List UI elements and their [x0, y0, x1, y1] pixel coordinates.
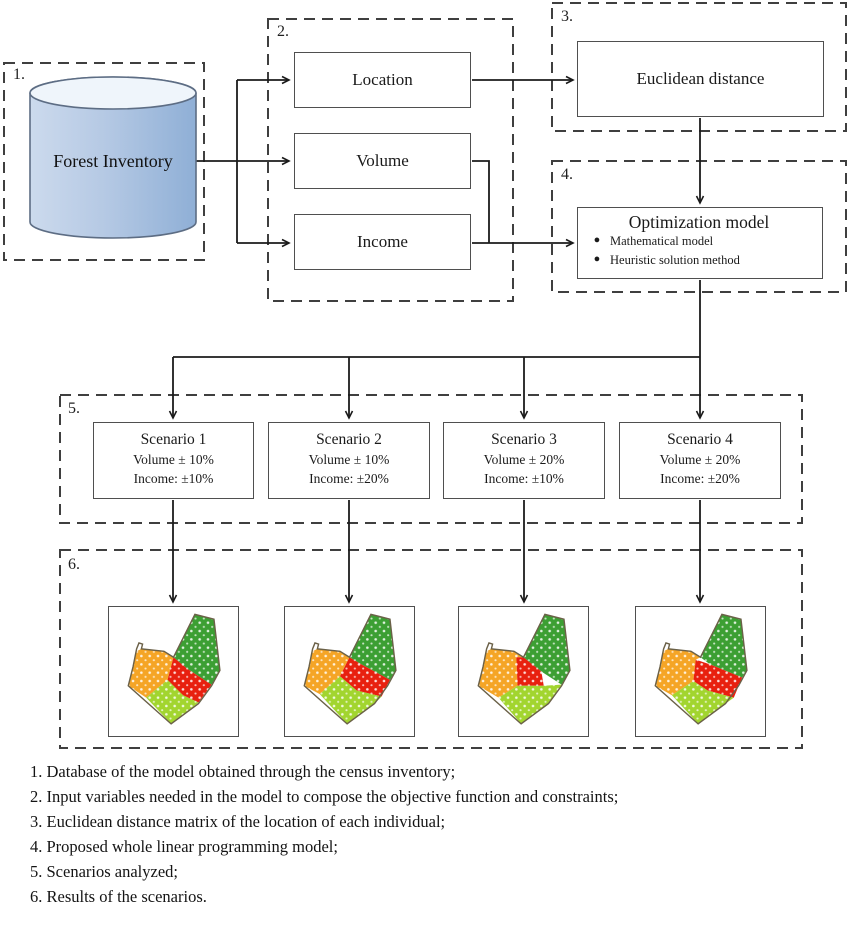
step-3-label: 3. — [561, 8, 573, 25]
scenario-2-income: Income: ±20% — [309, 470, 389, 486]
step-2-label: 2. — [277, 23, 289, 40]
scenario-1-box: Scenario 1 Volume ± 10% Income: ±10% — [93, 422, 254, 499]
scenario-3-title: Scenario 3 — [491, 431, 557, 448]
cylinder-top-ellipse — [29, 76, 197, 110]
volume-merge-line — [472, 160, 490, 243]
result-map-4 — [654, 613, 748, 725]
scenario-4-title: Scenario 4 — [667, 431, 733, 448]
scenario-1-title: Scenario 1 — [140, 431, 207, 448]
optimization-bullet-2-text: Heuristic solution method — [610, 252, 740, 267]
scenario-1-income: Income: ±10% — [133, 470, 214, 486]
result-map-3 — [477, 613, 571, 725]
forest-inventory-label: Forest Inventory — [53, 151, 172, 171]
step-1-label: 1. — [13, 66, 25, 83]
scenario-2-box: Scenario 2 Volume ± 10% Income: ±20% — [268, 422, 430, 499]
optimization-bullet-1-text: Mathematical model — [610, 234, 714, 249]
map-outline — [477, 613, 571, 725]
scenario-3-income: Income: ±10% — [484, 470, 564, 486]
result-map-2-box — [284, 606, 415, 737]
legend-line-1: 1. Database of the model obtained throug… — [30, 762, 456, 781]
legend-line-5: 5. Scenarios analyzed; — [30, 862, 178, 881]
map-outline — [303, 613, 397, 725]
optimization-bullet-1: ● Mathematical model — [584, 232, 814, 251]
volume-label: Volume — [356, 151, 409, 170]
optimization-bullet-2: ● Heuristic solution method — [584, 251, 814, 270]
bullet-icon: ● — [593, 252, 601, 265]
scenario-2-title: Scenario 2 — [316, 431, 382, 448]
map-outline — [654, 613, 748, 725]
legend-line-3: 3. Euclidean distance matrix of the loca… — [30, 812, 446, 831]
result-map-2 — [303, 613, 397, 725]
scenario-2-volume: Volume ± 10% — [308, 451, 390, 467]
bullet-icon: ● — [593, 234, 601, 247]
euclidean-distance-box: Euclidean distance — [577, 41, 824, 117]
result-map-1-box — [108, 606, 239, 737]
optimization-model-box: Optimization model ● Mathematical model … — [577, 207, 823, 279]
input-box-location: Location — [294, 52, 471, 108]
income-label: Income — [357, 232, 408, 251]
step-4-label: 4. — [561, 166, 573, 183]
optimization-model-title: Optimization model — [628, 212, 770, 232]
scenario-4-income: Income: ±20% — [660, 470, 740, 486]
scenario-4-volume: Volume ± 20% — [659, 451, 741, 467]
location-label: Location — [352, 70, 413, 89]
step-5-label: 5. — [68, 400, 80, 417]
input-box-volume: Volume — [294, 133, 471, 189]
step-6-label: 6. — [68, 556, 80, 573]
map-outline — [127, 613, 221, 725]
result-map-3-box — [458, 606, 589, 737]
scenario-4-box: Scenario 4 Volume ± 20% Income: ±20% — [619, 422, 781, 499]
input-box-income: Income — [294, 214, 471, 270]
forest-inventory-database-cylinder: Forest Inventory — [29, 76, 197, 239]
result-map-1 — [127, 613, 221, 725]
euclidean-distance-label: Euclidean distance — [636, 69, 765, 88]
scenario-1-volume: Volume ± 10% — [133, 451, 214, 467]
scenario-3-volume: Volume ± 20% — [483, 451, 565, 467]
legend-line-4: 4. Proposed whole linear programming mod… — [30, 837, 338, 856]
result-map-4-box — [635, 606, 766, 737]
legend-line-6: 6. Results of the scenarios. — [30, 887, 207, 906]
scenario-3-box: Scenario 3 Volume ± 20% Income: ±10% — [443, 422, 605, 499]
legend-line-2: 2. Input variables needed in the model t… — [30, 787, 619, 806]
